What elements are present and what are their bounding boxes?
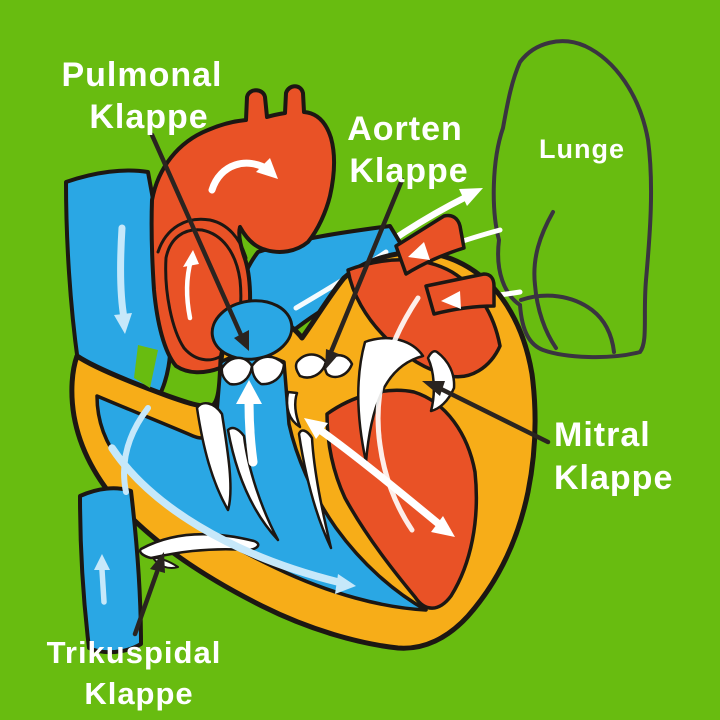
flow-arrows <box>94 224 455 605</box>
outflow-flow-arrow <box>244 397 258 467</box>
white-wall-details <box>195 401 333 550</box>
lung-fissure-lower <box>519 293 616 354</box>
left-ventricle-flow-curve <box>375 295 421 533</box>
label-lunge: Lunge <box>539 134 625 164</box>
label-pointers <box>132 132 551 637</box>
right-ventricle-flow-arrow <box>108 444 342 586</box>
right-ventricle-flow-arrowhead <box>335 574 356 594</box>
left-ventricle-double-arrow <box>316 426 444 529</box>
left-ventricle-arrowhead-up <box>304 418 328 439</box>
aorta-root-flow-arrowhead <box>183 250 199 267</box>
label-trikuspidal-line1: Trikuspidal <box>47 635 222 670</box>
aortic-valve-cusp-left <box>294 353 328 379</box>
pulmonary-veins <box>394 213 496 316</box>
outflow-flow-arrowhead <box>236 380 262 404</box>
pointer-aorten-head <box>325 349 339 370</box>
left-ventricle-arrowhead-down <box>431 516 455 537</box>
inferior-vena-cava <box>78 486 143 655</box>
chordae-sliver-1 <box>226 426 280 542</box>
label-aorten-line1: Aorten <box>347 110 463 148</box>
pulmonary-valve-cusp-right <box>250 355 286 386</box>
label-pulmonal-line2: Klappe <box>89 98 208 136</box>
label-aorten-line2: Klappe <box>349 152 468 190</box>
label-mitral-line1: Mitral <box>554 416 651 454</box>
svc-flow-arrowhead <box>114 313 132 334</box>
pointer-aorten <box>328 177 405 355</box>
aorta <box>149 84 336 375</box>
background-sliver <box>134 345 158 388</box>
ivc-flow-arrow <box>99 567 107 605</box>
pointer-pulmonal-head <box>234 330 249 351</box>
label-pulmonal-line1: Pulmonal <box>61 56 222 94</box>
wall-crescent <box>195 401 232 512</box>
lung-fissure-upper <box>532 210 558 350</box>
aorta-arch-flow-arrowhead <box>256 158 278 179</box>
flow-to-lung-arrowhead <box>459 188 483 206</box>
chordae-sliver-2 <box>297 429 333 550</box>
svc-flow-arrow <box>117 224 128 322</box>
vein-lower-arrowhead <box>441 291 461 309</box>
pulmonary-valve-cusp-left <box>220 356 254 386</box>
vein-upper-arrowhead <box>408 242 430 260</box>
pointer-mitral-head <box>422 381 445 396</box>
pointer-mitral <box>438 386 551 445</box>
lung-shape <box>491 39 654 360</box>
label-trikuspidal-line2: Klappe <box>84 676 193 711</box>
pointer-pulmonal <box>149 132 244 338</box>
label-mitral-line2: Klappe <box>554 459 673 497</box>
ivc-flow-arrowhead <box>94 554 110 570</box>
lung <box>491 39 654 360</box>
pointer-trikuspidal <box>132 569 160 637</box>
aortic-valve-curl <box>285 390 302 429</box>
pointer-trikuspidal-head <box>150 552 165 573</box>
pulmonary-vein-upper <box>394 213 466 276</box>
aorta-root-outline-outer <box>156 217 248 260</box>
aorta-shape <box>149 84 336 375</box>
labels: Pulmonal Klappe Aorten Klappe Lunge Mitr… <box>47 56 673 711</box>
right-atrium-flow-curve <box>121 405 151 495</box>
